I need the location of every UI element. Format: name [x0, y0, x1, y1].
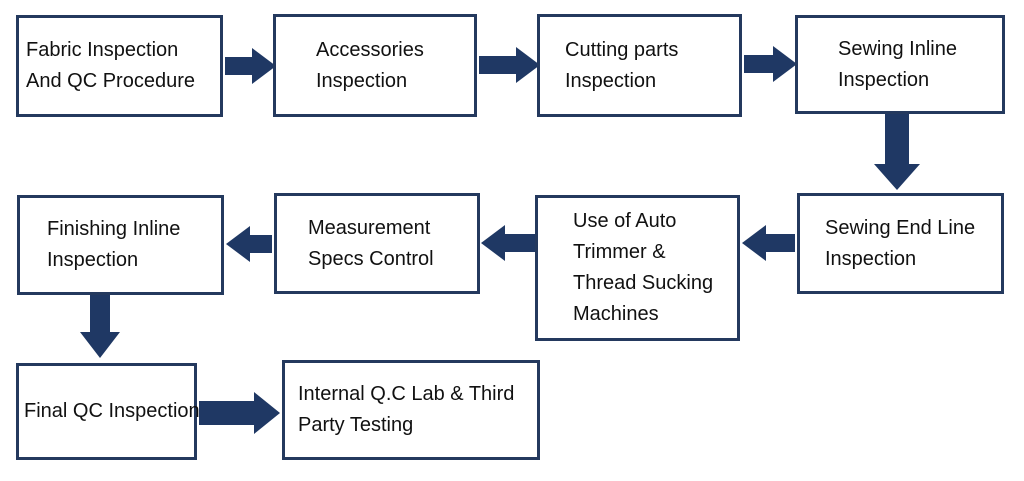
node-label-line: Inspection	[565, 69, 657, 92]
node-label-line: And QC Procedure	[26, 70, 195, 92]
node-label-line: Inspection	[316, 69, 408, 92]
node-sewing-end-line-inspection: Sewing End Line Inspection	[797, 193, 1004, 294]
node-finishing-inline-inspection: Finishing Inline Inspection	[17, 195, 224, 295]
node-label-line: Inspection	[47, 249, 139, 271]
node-label-line: Thread Sucking	[573, 272, 714, 294]
node-label-line: Finishing Inline	[47, 218, 181, 240]
node-internal-qc-lab-third-party: Internal Q.C Lab & Third Party Testing	[282, 360, 540, 460]
node-label-line: Internal Q.C Lab & Third	[298, 383, 515, 405]
node-accessories-inspection: Accessories Inspection	[273, 14, 477, 117]
arrow-accessories-to-cutting-icon	[479, 47, 540, 83]
node-label-line: Machines	[573, 303, 659, 325]
arrow-sewing-inline-to-end-line-icon	[874, 114, 920, 190]
node-label-line: Inspection	[838, 68, 930, 91]
node-label-line: Inspection	[825, 247, 917, 270]
arrow-fabric-to-accessories-icon	[225, 48, 276, 84]
node-measurement-specs-control: Measurement Specs Control	[274, 193, 480, 294]
node-fabric-inspection: Fabric Inspection And QC Procedure	[16, 15, 223, 117]
node-cutting-parts-inspection: Cutting parts Inspection	[537, 14, 742, 117]
node-auto-trimmer-thread-sucking: Use of Auto Trimmer & Thread Sucking Mac…	[535, 195, 740, 341]
node-label-line: Sewing End Line	[825, 216, 976, 239]
node-label-line: Measurement	[308, 216, 431, 239]
node-label-line: Sewing Inline	[838, 37, 957, 60]
arrow-trimmer-to-measurement-icon	[481, 225, 535, 261]
node-label-line: Cutting parts	[565, 38, 679, 61]
arrow-final-qc-to-internal-lab-icon	[199, 392, 280, 434]
node-label-line: Specs Control	[308, 247, 434, 270]
arrow-finishing-to-final-qc-icon	[80, 295, 120, 358]
node-label-line: Fabric Inspection	[26, 39, 179, 61]
node-label-line: Final QC Inspection	[24, 400, 200, 422]
node-label-line: Use of Auto	[573, 210, 677, 232]
node-label-line: Party Testing	[298, 414, 414, 436]
arrow-end-line-to-trimmer-icon	[742, 225, 795, 261]
node-label-line: Trimmer &	[573, 241, 666, 263]
node-sewing-inline-inspection: Sewing Inline Inspection	[795, 15, 1005, 114]
arrow-measurement-to-finishing-icon	[226, 226, 272, 262]
node-final-qc-inspection: Final QC Inspection	[16, 363, 200, 460]
arrow-cutting-to-sewing-inline-icon	[744, 46, 797, 82]
node-label-line: Accessories	[316, 38, 424, 61]
